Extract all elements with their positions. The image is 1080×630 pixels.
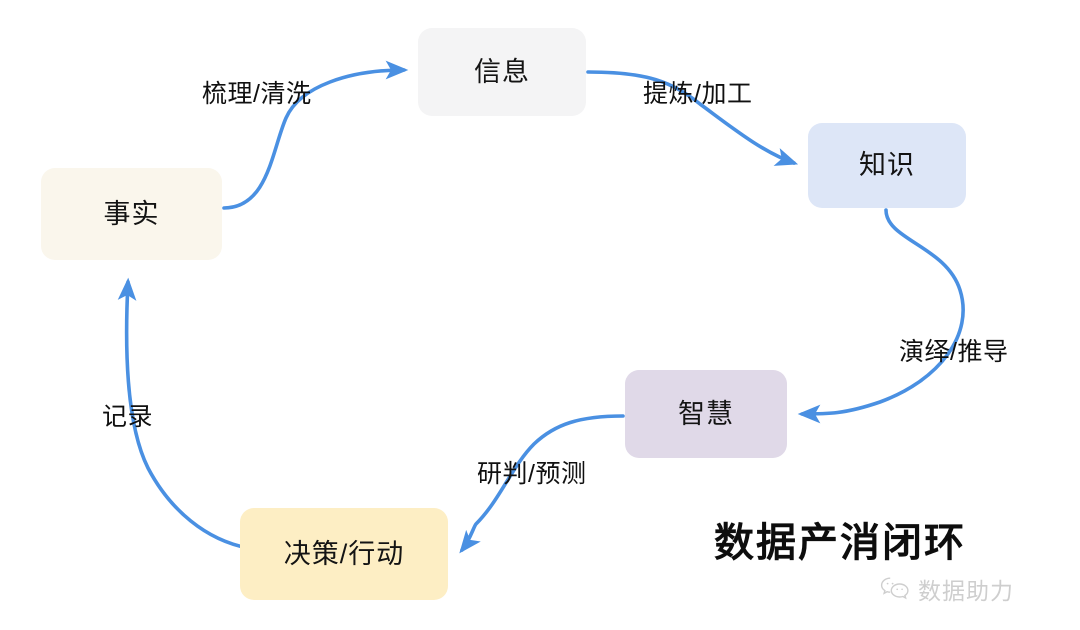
edge-label-info-to-knowledge: 提炼/加工 (643, 80, 753, 108)
node-wisdom[interactable]: 智慧 (625, 370, 787, 458)
edge-label-knowledge-to-wisdom: 演绎/推导 (899, 338, 1009, 366)
node-decision[interactable]: 决策/行动 (240, 508, 448, 600)
diagram-title: 数据产消闭环 (714, 521, 966, 565)
edge-path-knowledge-to-wisdom (797, 208, 965, 424)
node-label-info: 信息 (474, 56, 530, 87)
watermark: 数据助力 (880, 572, 1014, 606)
wechat-icon (880, 576, 910, 602)
node-knowledge[interactable]: 知识 (808, 123, 966, 208)
node-label-fact: 事实 (103, 198, 160, 229)
edge-label-fact-to-info: 梳理/清洗 (202, 80, 312, 108)
node-label-decision: 决策/行动 (283, 538, 405, 569)
node-fact[interactable]: 事实 (41, 168, 222, 260)
edge-label-decision-to-fact: 记录 (102, 403, 154, 431)
watermark-text: 数据助力 (918, 578, 1014, 604)
edge-label-wisdom-to-decision: 研判/预测 (477, 460, 587, 488)
node-label-knowledge: 知识 (859, 150, 915, 180)
node-label-wisdom: 智慧 (678, 398, 734, 429)
node-info[interactable]: 信息 (418, 28, 586, 116)
